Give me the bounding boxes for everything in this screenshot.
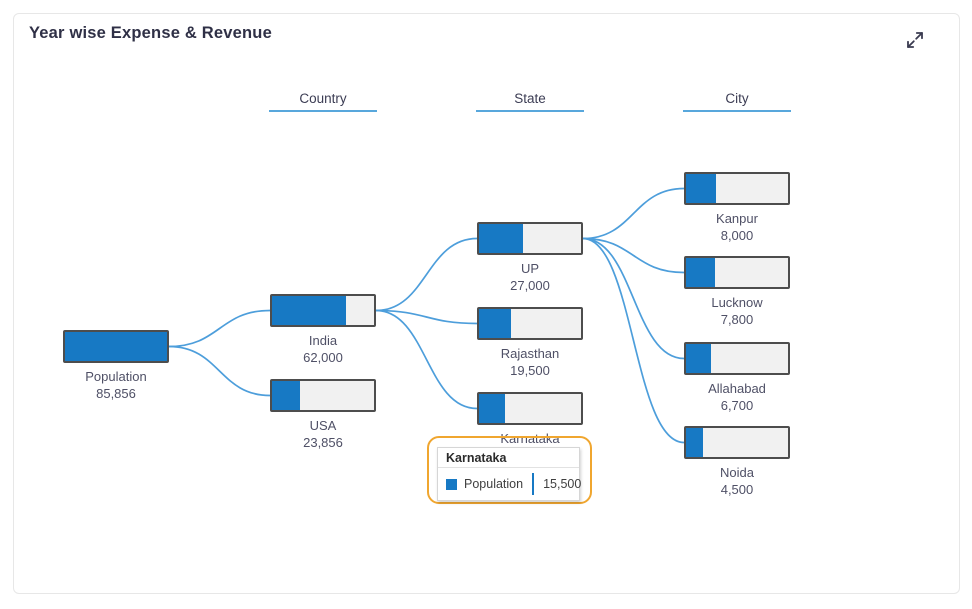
tree-node-up[interactable]: [477, 222, 583, 255]
node-value: 7,800: [720, 312, 754, 327]
tree-node-population[interactable]: [63, 330, 169, 363]
column-underline: [683, 110, 791, 112]
node-value: 19,500: [510, 363, 550, 378]
column-underline: [269, 110, 377, 112]
node-name: Kanpur: [716, 211, 758, 226]
node-name: Population: [85, 369, 147, 384]
node-fill-bar: [686, 174, 717, 203]
tree-node-noida[interactable]: [684, 426, 790, 459]
tree-node-kanpur[interactable]: [684, 172, 790, 205]
node-fill-bar: [686, 428, 704, 457]
series-swatch-icon: [446, 478, 457, 490]
node-fill-bar: [479, 309, 512, 338]
node-fill-bar: [479, 224, 524, 253]
column-header-city: City: [725, 91, 749, 106]
node-fill-bar: [686, 258, 716, 287]
node-name: Lucknow: [711, 295, 763, 310]
node-name: Rajasthan: [500, 346, 560, 361]
node-value: 4,500: [720, 482, 754, 497]
page-title: Year wise Expense & Revenue: [29, 24, 272, 42]
node-name: USA: [309, 418, 337, 433]
node-name: India: [308, 333, 338, 348]
node-label-rajasthan: Rajasthan 19,500: [455, 345, 605, 379]
node-fill-bar: [272, 296, 346, 325]
tree-node-karnataka[interactable]: [477, 392, 583, 425]
tree-node-lucknow[interactable]: [684, 256, 790, 289]
node-name: UP: [520, 261, 540, 276]
node-value: 8,000: [720, 228, 754, 243]
node-value: 23,856: [303, 435, 343, 450]
tooltip-series-label: Population: [464, 477, 524, 491]
node-fill-bar: [686, 344, 712, 373]
tooltip-title: Karnataka: [438, 448, 579, 468]
node-fill-bar: [65, 332, 167, 361]
node-name: Karnataka: [500, 431, 560, 446]
tooltip-row: Population 15,500: [438, 468, 582, 500]
column-header-state: State: [514, 91, 546, 106]
node-label-india: India 62,000: [248, 332, 398, 366]
tooltip: Karnataka Population 15,500: [437, 447, 582, 501]
node-value: 6,700: [720, 398, 754, 413]
tooltip-value: 15,500: [543, 477, 582, 491]
node-label-allahabad: Allahabad 6,700: [662, 380, 812, 414]
column-underline: [476, 110, 584, 112]
node-label-noida: Noida 4,500: [662, 464, 812, 498]
node-name: Noida: [720, 465, 754, 480]
expand-arrows-icon: [907, 32, 923, 48]
node-label-up: UP 27,000: [455, 260, 605, 294]
tree-node-allahabad[interactable]: [684, 342, 790, 375]
node-value: 27,000: [510, 278, 550, 293]
node-value: 85,856: [96, 386, 136, 401]
node-label-usa: USA 23,856: [248, 417, 398, 451]
node-value: 62,000: [303, 350, 343, 365]
tree-node-india[interactable]: [270, 294, 376, 327]
tooltip-divider: [532, 473, 535, 495]
node-name: Allahabad: [708, 381, 766, 396]
node-label-lucknow: Lucknow 7,800: [662, 294, 812, 328]
tooltip-highlight-border: Karnataka Population 15,500: [427, 436, 592, 504]
node-label-population: Population 85,856: [41, 368, 191, 402]
node-fill-bar: [479, 394, 505, 423]
node-fill-bar: [272, 381, 301, 410]
expand-button[interactable]: [901, 26, 929, 54]
tree-node-rajasthan[interactable]: [477, 307, 583, 340]
column-header-country: Country: [299, 91, 347, 106]
node-label-kanpur: Kanpur 8,000: [662, 210, 812, 244]
tree-node-usa[interactable]: [270, 379, 376, 412]
